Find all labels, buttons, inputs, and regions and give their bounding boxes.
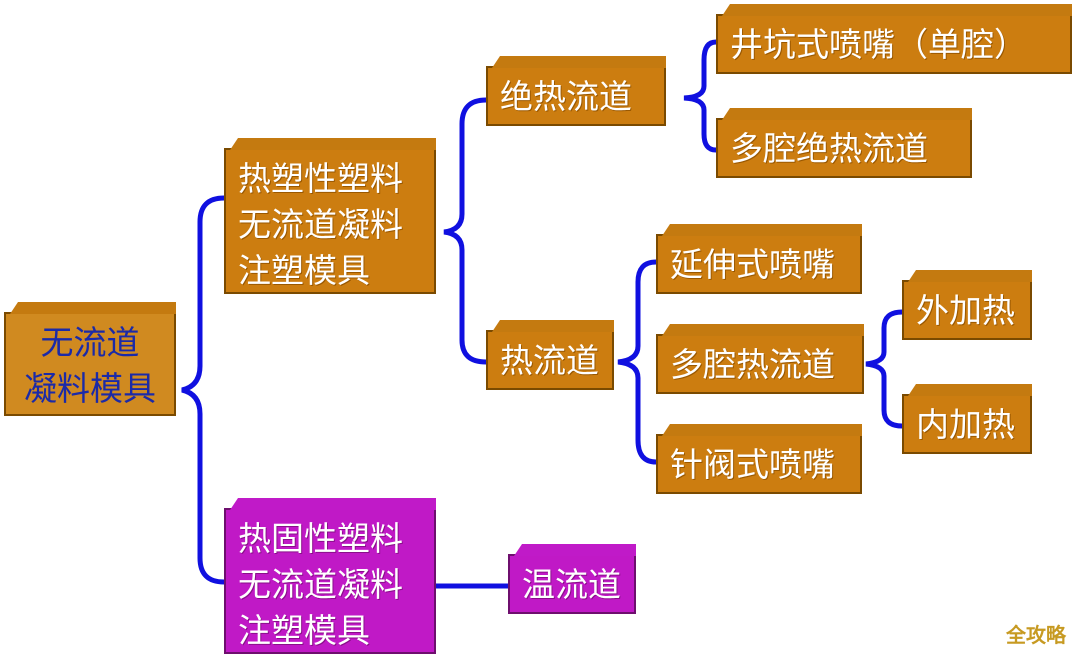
node-well-nozzle: 井坑式喷嘴（单腔） — [716, 14, 1072, 74]
watermark-text: 全攻略 — [1006, 623, 1066, 647]
node-valve-nozzle: 针阀式喷嘴 — [656, 434, 862, 494]
node-thermoplastic-line: 热塑性塑料 — [238, 159, 403, 198]
node-warm-runner-label: 温流道 — [522, 565, 621, 604]
node-multi-insulated-label: 多腔绝热流道 — [730, 129, 928, 168]
node-thermoplastic: 热塑性塑料 无流道凝料 注塑模具 — [224, 148, 436, 294]
bracket-root — [181, 195, 227, 585]
node-root: 无流道 凝料模具 — [4, 312, 176, 416]
node-extended-nozzle-label: 延伸式喷嘴 — [670, 245, 835, 284]
node-multi-insulated: 多腔绝热流道 — [716, 118, 972, 178]
node-valve-nozzle-label: 针阀式喷嘴 — [670, 445, 835, 484]
node-warm-runner: 温流道 — [508, 554, 636, 614]
node-external-heat: 外加热 — [902, 280, 1032, 340]
node-hot-runner: 热流道 — [486, 330, 614, 390]
node-thermoset: 热固性塑料 无流道凝料 注塑模具 — [224, 508, 436, 654]
node-hot-runner-label: 热流道 — [500, 341, 599, 380]
node-thermoplastic-line: 注塑模具 — [238, 251, 370, 290]
node-internal-heat-label: 内加热 — [916, 405, 1015, 444]
node-internal-heat: 内加热 — [902, 394, 1032, 454]
node-well-nozzle-label: 井坑式喷嘴（单腔） — [730, 25, 1027, 64]
node-extended-nozzle: 延伸式喷嘴 — [656, 234, 862, 294]
node-thermoplastic-line: 无流道凝料 — [238, 205, 403, 244]
node-root-line: 无流道 — [40, 323, 140, 362]
bracket-insulated — [683, 39, 719, 153]
node-multi-hot: 多腔热流道 — [656, 334, 864, 394]
bracket-thermoplastic — [443, 97, 489, 365]
node-external-heat-label: 外加热 — [916, 291, 1015, 330]
node-root-line: 凝料模具 — [24, 369, 156, 408]
bracket-hot — [617, 259, 659, 465]
node-thermoset-line: 热固性塑料 — [238, 519, 403, 558]
node-insulated-runner: 绝热流道 — [486, 66, 666, 126]
node-thermoset-line: 注塑模具 — [238, 611, 370, 650]
node-insulated-runner-label: 绝热流道 — [500, 77, 632, 116]
node-multi-hot-label: 多腔热流道 — [670, 345, 835, 384]
node-thermoset-line: 无流道凝料 — [238, 565, 403, 604]
bracket-multi-hot — [865, 309, 905, 429]
